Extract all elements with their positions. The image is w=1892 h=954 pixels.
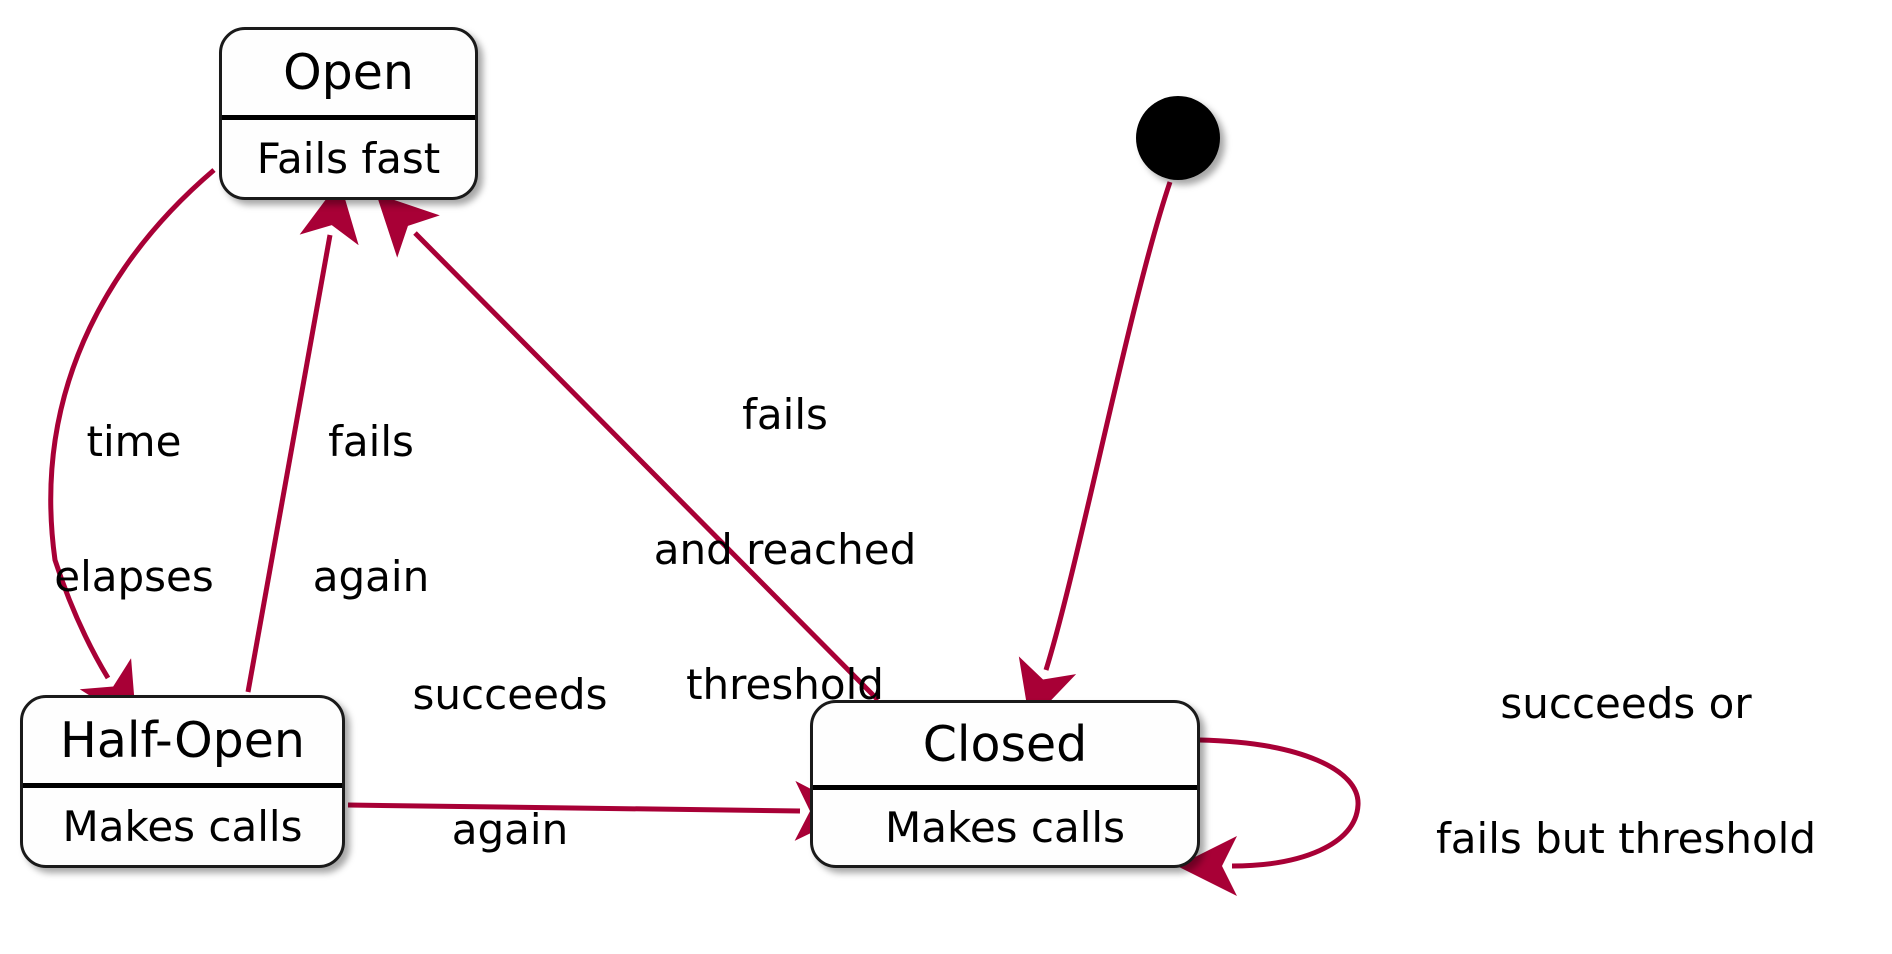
state-title-half-open: Half-Open bbox=[60, 712, 305, 769]
state-node-half-open[interactable]: Half-Open Makes calls bbox=[20, 695, 345, 868]
state-divider-closed bbox=[813, 785, 1197, 790]
transition-closed-to-open bbox=[376, 193, 880, 702]
state-description-half-open: Makes calls bbox=[62, 801, 303, 851]
transition-open-to-half-open bbox=[48, 168, 216, 726]
transition-half-open-to-closed bbox=[347, 780, 855, 841]
state-divider-open bbox=[222, 115, 475, 120]
transition-initial-to-closed bbox=[1018, 181, 1173, 723]
state-description-open: Fails fast bbox=[256, 133, 441, 183]
state-title-open: Open bbox=[283, 44, 414, 101]
state-node-closed[interactable]: Closed Makes calls bbox=[810, 700, 1200, 868]
transition-half-open-to-open bbox=[245, 180, 359, 693]
state-title-closed: Closed bbox=[922, 715, 1088, 773]
initial-state-node[interactable] bbox=[1136, 96, 1220, 180]
state-divider-half-open bbox=[23, 783, 342, 788]
state-node-open[interactable]: Open Fails fast bbox=[219, 27, 478, 200]
state-description-closed: Makes calls bbox=[885, 802, 1125, 852]
transition-closed-self-loop bbox=[1177, 737, 1361, 896]
